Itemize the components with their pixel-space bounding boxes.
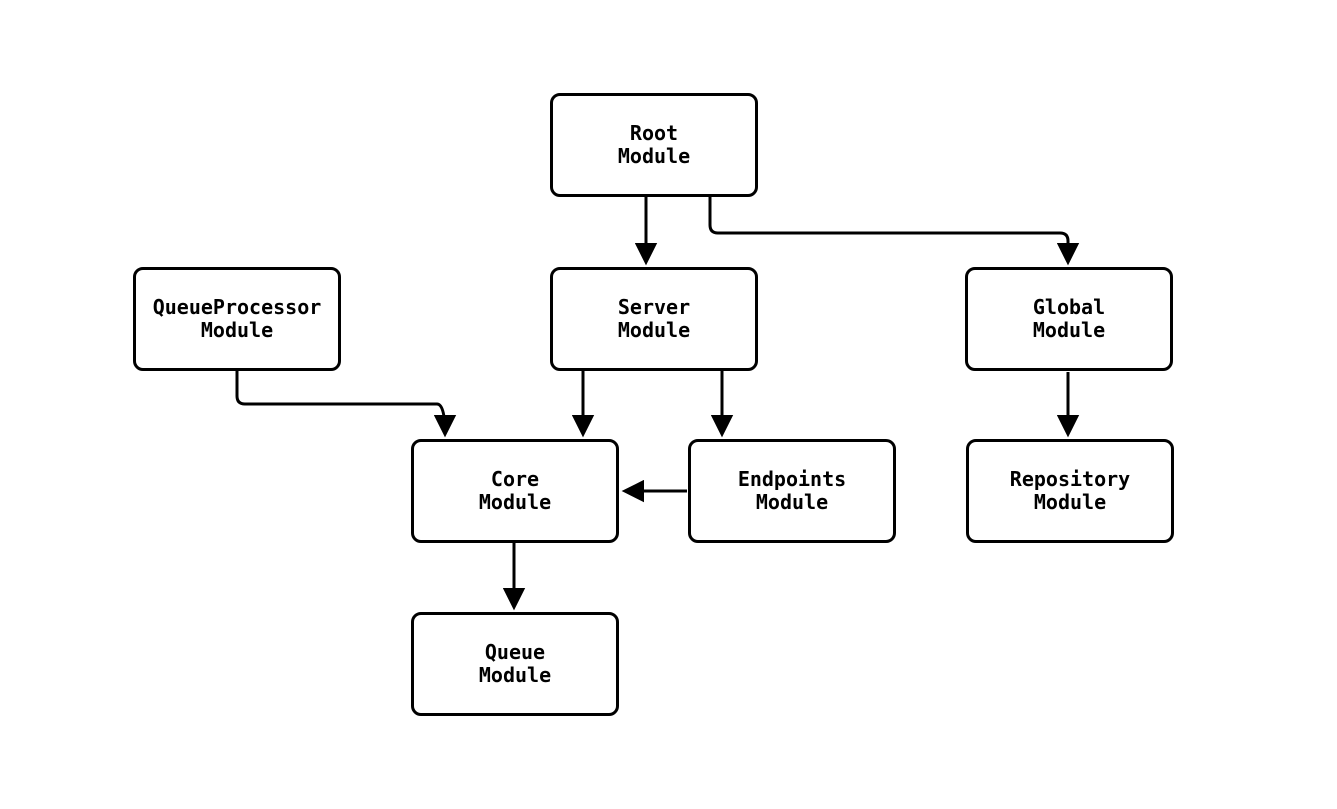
node-core-module: Core Module — [411, 439, 619, 543]
node-root-label-line1: Root — [629, 121, 679, 145]
node-server-label-line2: Module — [617, 318, 691, 342]
node-global-module: Global Module — [965, 267, 1173, 371]
node-repository-label-line2: Module — [1033, 490, 1107, 514]
edge-queueprocessor-to-core — [235, 371, 457, 438]
node-endpoints-label-line2: Module — [755, 490, 829, 514]
node-server-module: Server Module — [550, 267, 758, 371]
node-queue-label-line2: Module — [478, 663, 552, 687]
node-queueprocessor-label-line2: Module — [200, 318, 274, 342]
node-repository-module: Repository Module — [966, 439, 1174, 543]
node-root-label-line2: Module — [617, 144, 691, 168]
node-server-label-line1: Server — [617, 295, 691, 319]
node-queueprocessor-module: QueueProcessor Module — [133, 267, 341, 371]
node-queueprocessor-label-line1: QueueProcessor — [152, 295, 322, 319]
node-root-module: Root Module — [550, 93, 758, 197]
node-queue-label-line1: Queue — [484, 640, 546, 664]
node-global-label-line2: Module — [1032, 318, 1106, 342]
node-endpoints-module: Endpoints Module — [688, 439, 896, 543]
edge-root-to-global — [708, 197, 1080, 266]
node-core-label-line1: Core — [490, 467, 540, 491]
node-core-label-line2: Module — [478, 490, 552, 514]
node-global-label-line1: Global — [1032, 295, 1106, 319]
node-repository-label-line1: Repository — [1009, 467, 1131, 491]
node-endpoints-label-line1: Endpoints — [737, 467, 847, 491]
node-queue-module: Queue Module — [411, 612, 619, 716]
